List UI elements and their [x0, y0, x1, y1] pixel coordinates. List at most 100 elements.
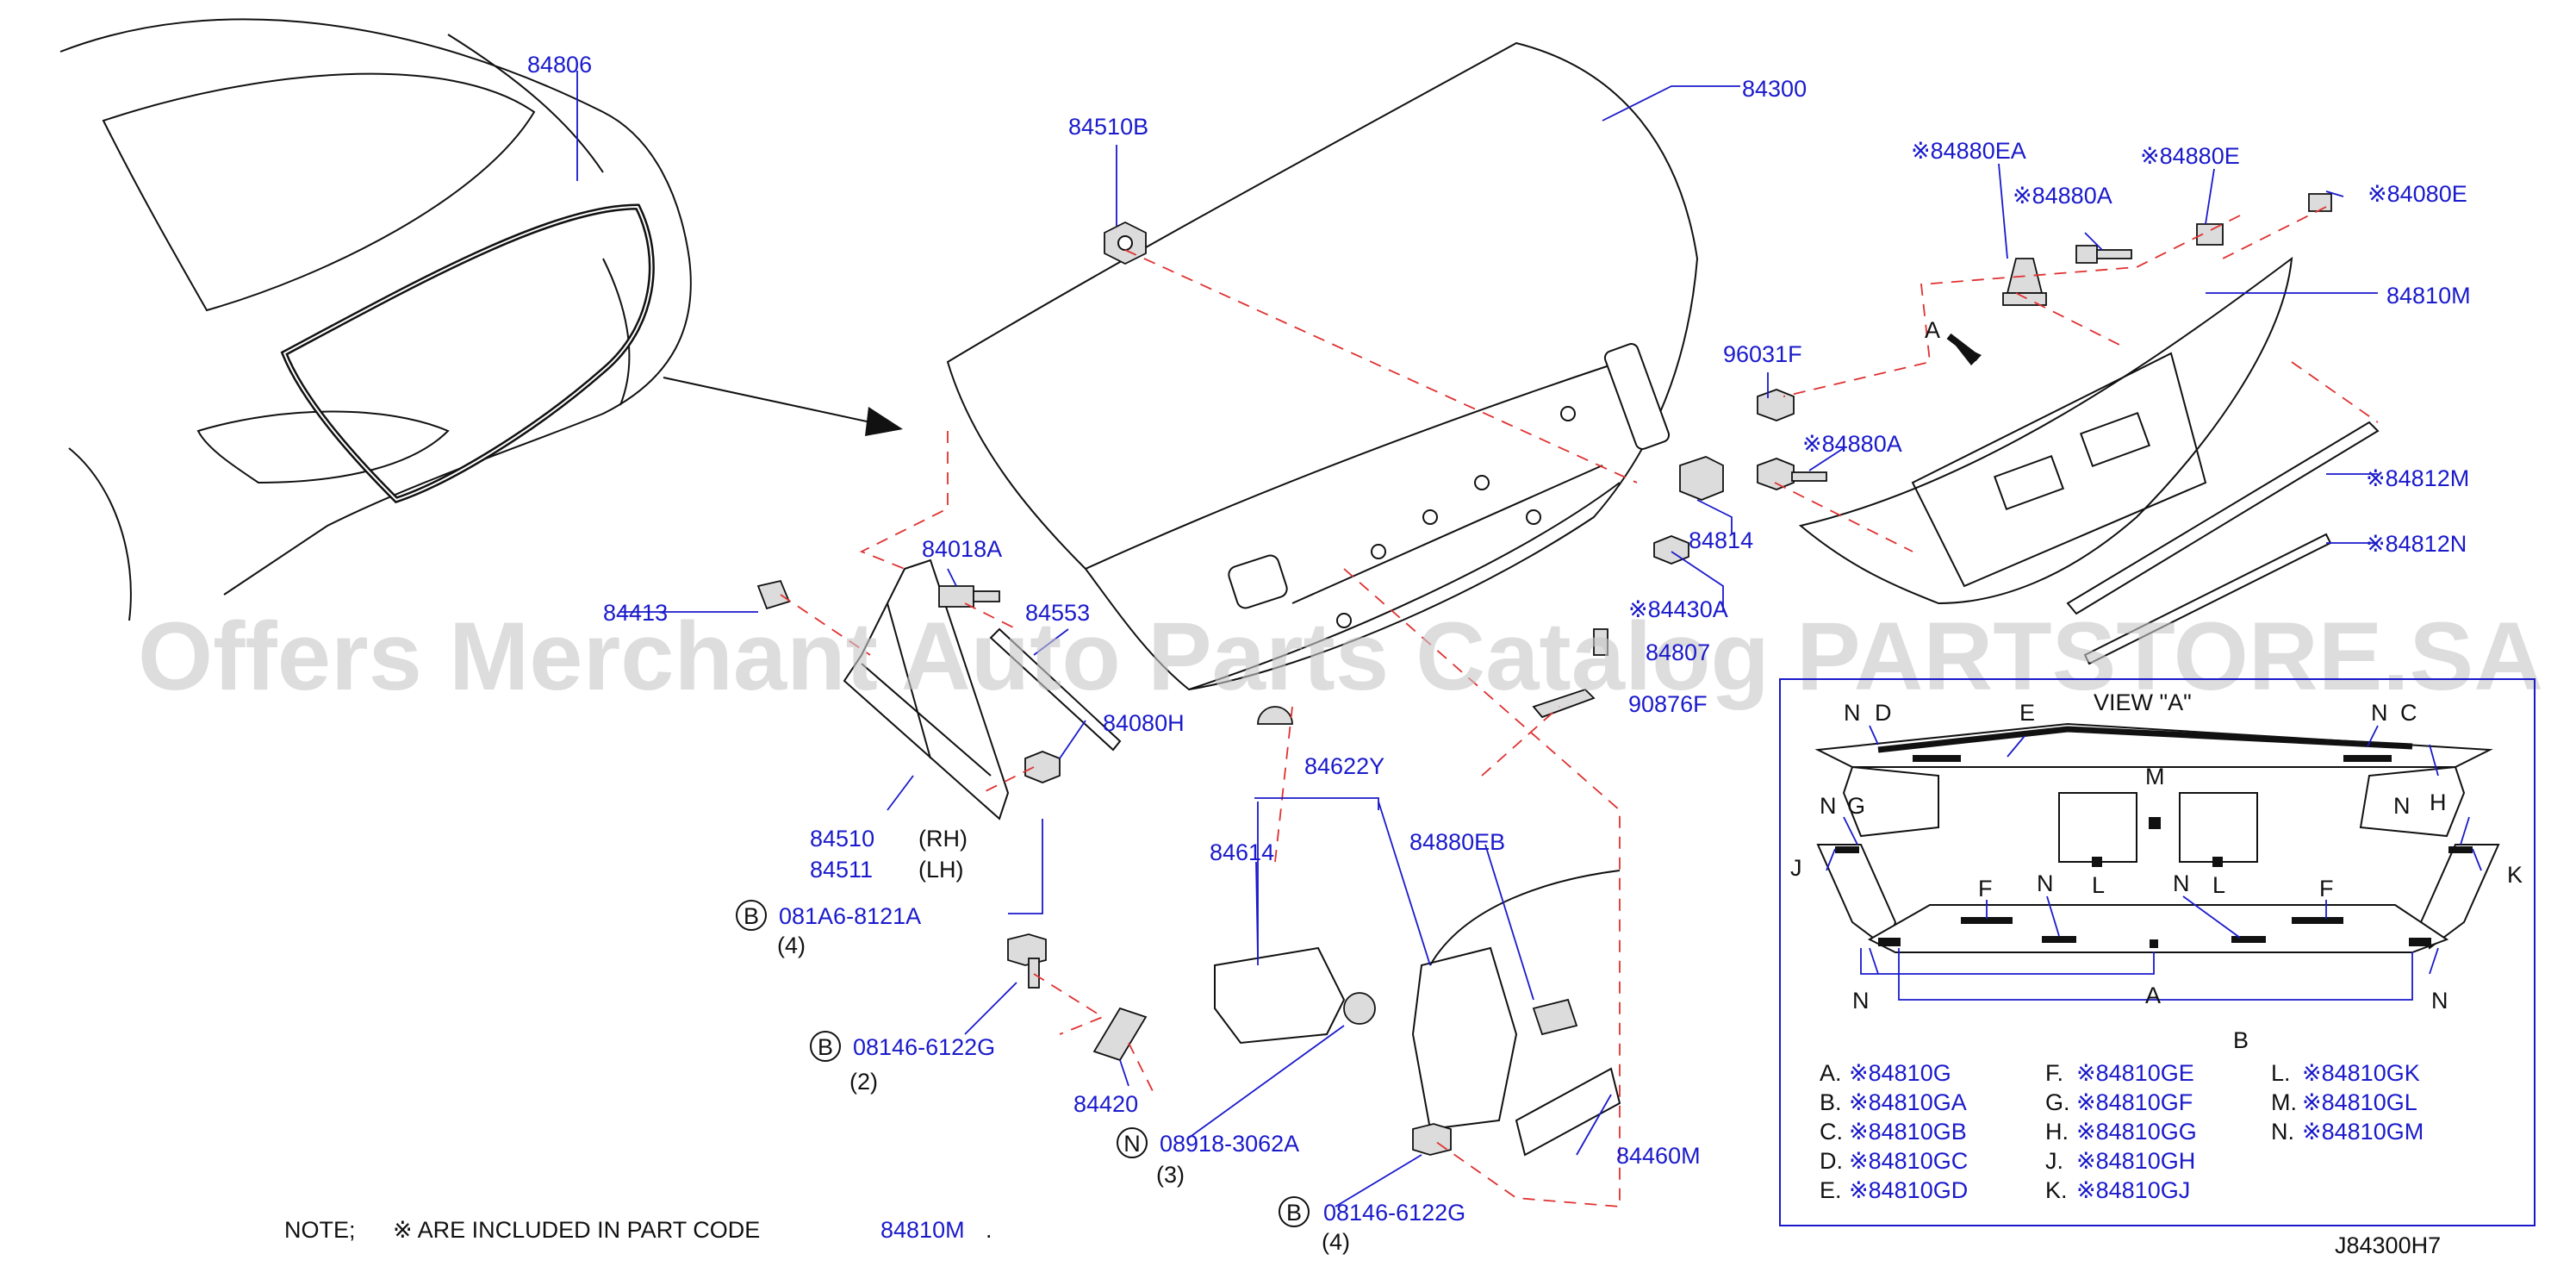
- label-84511: 84511: [810, 857, 873, 883]
- legend-code-n: ※84810GM: [2302, 1119, 2424, 1145]
- view-letter-d: D: [1875, 700, 1892, 726]
- label-84510b: 84510B: [1068, 114, 1148, 140]
- footer-note: NOTE; ※ ARE INCLUDED IN PART CODE 84810M…: [284, 1217, 992, 1243]
- legend-key-a: A.: [1820, 1060, 1842, 1086]
- legend-key-k: K.: [2045, 1177, 2068, 1203]
- label-84806: 84806: [527, 52, 592, 78]
- car-rear-body: [59, 18, 692, 621]
- legend-code-g: ※84810GF: [2076, 1089, 2193, 1115]
- view-letter-j: J: [1790, 855, 1802, 881]
- label-84810m: 84810M: [2386, 283, 2471, 309]
- label-qty-2: (2): [849, 1069, 878, 1095]
- hardware: [756, 193, 2332, 1157]
- label-84080e: ※84080E: [2368, 181, 2467, 207]
- label-84622y: 84622Y: [1304, 753, 1384, 779]
- label-96031f: 96031F: [1723, 341, 1802, 367]
- view-a-title: VIEW "A": [2094, 689, 2192, 715]
- view-letter-l-1: L: [2092, 872, 2105, 898]
- leaders: [576, 71, 2378, 1207]
- label-84080h: 84080H: [1103, 710, 1185, 736]
- view-letter-f-2: F: [2319, 876, 2334, 902]
- legend-key-m: M.: [2271, 1089, 2297, 1115]
- circle-b-3: B: [1286, 1200, 1302, 1226]
- legend-code-m: ※84810GL: [2302, 1089, 2417, 1115]
- label-qty-4b: (4): [1322, 1229, 1350, 1255]
- view-letter-k: K: [2507, 862, 2523, 888]
- view-letter-n-8: N: [2431, 988, 2448, 1014]
- license-finisher: [1798, 256, 2380, 665]
- label-84300: 84300: [1742, 76, 1807, 102]
- view-letter-n-2: N: [2371, 700, 2388, 726]
- view-letter-e: E: [2019, 700, 2035, 726]
- legend-code-b: ※84810GA: [1849, 1089, 1967, 1115]
- circle-b-2: B: [818, 1034, 833, 1060]
- legend-code-h: ※84810GG: [2076, 1119, 2197, 1145]
- legend-key-d: D.: [1820, 1148, 1843, 1174]
- label-84807: 84807: [1646, 640, 1710, 665]
- legend-code-d: ※84810GC: [1849, 1148, 1968, 1174]
- label-84812n: ※84812N: [2366, 531, 2467, 557]
- view-letter-a: A: [2145, 983, 2161, 1008]
- legend-key-h: H.: [2045, 1119, 2069, 1145]
- label-84880ea: ※84880EA: [1911, 138, 2026, 164]
- label-08918-3062a: 08918-3062A: [1160, 1131, 1299, 1157]
- label-90876f: 90876F: [1628, 691, 1708, 717]
- trunk-seal: [280, 203, 655, 504]
- legend-key-j: J.: [2045, 1148, 2063, 1174]
- view-letter-n-5: N: [2037, 870, 2054, 896]
- legend-key-e: E.: [1820, 1177, 1842, 1203]
- legend-key-l: L.: [2271, 1060, 2291, 1086]
- label-08146-6122g-1: 08146-6122G: [853, 1034, 995, 1060]
- label-84553: 84553: [1025, 600, 1090, 626]
- legend-key-c: C.: [1820, 1119, 1843, 1145]
- note-suffix: .: [986, 1217, 992, 1243]
- view-letter-b: B: [2233, 1027, 2249, 1053]
- label-84880a-1: ※84880A: [2013, 183, 2112, 209]
- legend-key-f: F.: [2045, 1060, 2063, 1086]
- diagram-code: J84300H7: [2335, 1232, 2441, 1258]
- view-letter-c: C: [2400, 700, 2417, 726]
- legend-code-k: ※84810GJ: [2076, 1177, 2190, 1203]
- direction-arrow: [663, 377, 880, 425]
- label-qty-4a: (4): [777, 933, 806, 958]
- label-84420: 84420: [1073, 1091, 1138, 1117]
- legend-key-n: N.: [2271, 1119, 2294, 1145]
- label-08146-6122g-2: 08146-6122G: [1323, 1200, 1465, 1226]
- view-letter-n-4: N: [2393, 793, 2411, 819]
- legend-code-j: ※84810GH: [2076, 1148, 2195, 1174]
- legend-code-c: ※84810GB: [1849, 1119, 1967, 1145]
- view-letter-n-1: N: [1844, 700, 1861, 726]
- view-letter-g: G: [1847, 793, 1865, 819]
- view-letter-h: H: [2430, 789, 2447, 815]
- legend-code-a: ※84810G: [1849, 1060, 1951, 1086]
- view-letter-n-3: N: [1820, 793, 1837, 819]
- label-84430a: ※84430A: [1628, 596, 1728, 622]
- legend-code-e: ※84810GD: [1849, 1177, 1968, 1203]
- note-code: 84810M: [880, 1217, 965, 1243]
- label-84614: 84614: [1210, 839, 1274, 865]
- label-84814: 84814: [1689, 527, 1753, 553]
- label-84880e: ※84880E: [2140, 143, 2240, 169]
- legend-key-g: G.: [2045, 1089, 2070, 1115]
- watermark: Offers Merchant Auto Parts Catalog PARTS…: [138, 602, 2543, 710]
- note-prefix: NOTE;: [284, 1217, 356, 1243]
- label-84812m: ※84812M: [2366, 465, 2469, 491]
- legend-key-b: B.: [1820, 1089, 1842, 1115]
- label-84880a-2: ※84880A: [1802, 431, 1902, 457]
- label-qty-3: (3): [1156, 1162, 1185, 1188]
- circle-n: N: [1123, 1131, 1141, 1157]
- label-84880eb: 84880EB: [1409, 829, 1505, 855]
- label-lh: (LH): [918, 857, 964, 883]
- label-84413: 84413: [603, 600, 668, 626]
- note-text: ※ ARE INCLUDED IN PART CODE: [393, 1217, 760, 1243]
- label-84510: 84510: [810, 826, 874, 852]
- view-a-panel: VIEW "A" A: [1779, 317, 2536, 1226]
- legend-code-f: ※84810GE: [2076, 1060, 2194, 1086]
- assembly-lines: [780, 206, 2379, 1207]
- circle-b-1: B: [744, 903, 759, 929]
- view-letter-f-1: F: [1978, 876, 1993, 902]
- view-letter-n-7: N: [1852, 988, 1870, 1014]
- view-letter-n-6: N: [2173, 870, 2190, 896]
- label-rh: (RH): [918, 826, 968, 852]
